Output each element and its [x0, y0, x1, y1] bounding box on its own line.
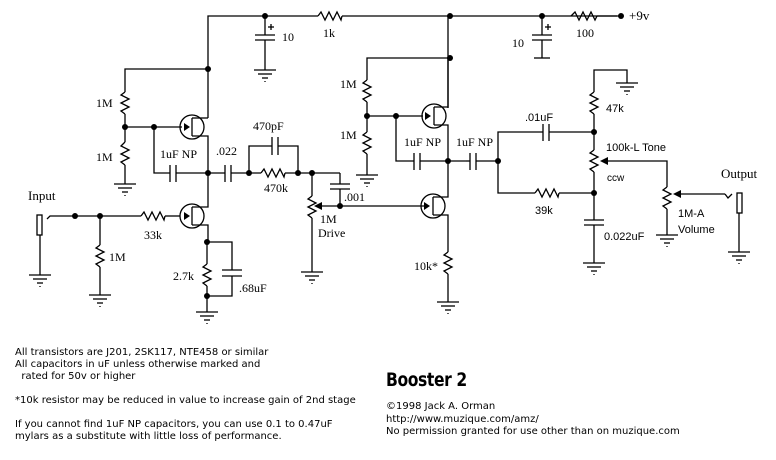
label-c-1uf-np-1: 1uF NP — [160, 147, 197, 161]
label-r1m-top: 1M — [96, 96, 113, 110]
note-line: All capacitors in uF unless otherwise ma… — [15, 359, 261, 370]
label-c01uf: .01uF — [525, 112, 553, 124]
capacitor-001 — [322, 173, 424, 209]
label-10uf-b: 10 — [512, 36, 524, 50]
stage2-bias-network — [355, 57, 466, 188]
label-drive-value: 1M — [320, 212, 337, 226]
label-c0022uf: 0.022uF — [604, 231, 645, 243]
capacitor-10uf-b — [532, 16, 552, 59]
label-c470pf: 470pF — [253, 119, 284, 133]
label-c001: .001 — [344, 190, 365, 204]
output-jack[interactable] — [681, 192, 751, 265]
label-9v: +9v — [629, 8, 650, 23]
label-r2k7: 2.7k — [173, 269, 194, 283]
label-r1m-bias2-bot: 1M — [340, 128, 357, 142]
label-ccw: ccw — [607, 173, 625, 184]
input-jack[interactable] — [28, 214, 53, 288]
input-network — [53, 210, 180, 308]
jfet-q4 — [420, 190, 460, 315]
source-network-q2 — [195, 239, 242, 325]
label-r1m-bias2-top: 1M — [340, 77, 357, 91]
label-r470k: 470k — [264, 181, 288, 195]
tone-network — [497, 69, 668, 276]
coupling-network-1 — [208, 137, 340, 182]
label-volume: Volume — [678, 224, 715, 236]
copyright: ©1998 Jack A. Orman — [386, 401, 496, 412]
label-r1m-input: 1M — [109, 250, 126, 264]
note-spacer — [15, 407, 356, 419]
volume-pot[interactable] — [655, 186, 681, 248]
resistor-1k — [317, 10, 343, 22]
label-c-1uf-np-2: 1uF NP — [404, 135, 441, 149]
label-c022: .022 — [216, 144, 237, 158]
website-link[interactable]: http://www.muzique.com/amz/ — [386, 413, 539, 425]
permission-notice: No permission granted for use other than… — [386, 426, 680, 437]
stage1-bias-network — [113, 68, 208, 197]
label-r10k: 10k* — [414, 259, 438, 273]
notes: All transistors are J201, 2SK117, NTE458… — [15, 347, 356, 443]
label-100: 100 — [576, 26, 594, 40]
page-title: Booster 2 — [386, 369, 467, 391]
jfet-q1 — [179, 114, 209, 173]
label-c068uf: .68uF — [239, 281, 267, 295]
jfet-q3 — [421, 58, 449, 190]
label-1k: 1k — [323, 26, 335, 40]
label-r39k: 39k — [535, 205, 553, 217]
label-volume-value: 1M-A — [678, 208, 705, 220]
resistor-100 — [570, 10, 621, 22]
jfet-q2 — [179, 173, 209, 242]
booster-2-schematic: 1k 100 +9v 10 10 — [28, 8, 758, 325]
label-r33k: 33k — [144, 228, 162, 242]
label-output: Output — [721, 166, 758, 181]
label-r1m-bot: 1M — [96, 150, 113, 164]
label-tone: 100k-L Tone — [606, 142, 666, 154]
note-line: mylars as a substitute with little loss … — [15, 431, 282, 442]
label-10uf-a: 10 — [282, 30, 294, 44]
note-line: *10k resistor may be reduced in value to… — [15, 395, 356, 406]
label-drive: Drive — [318, 226, 345, 240]
label-r47k: 47k — [606, 103, 624, 115]
note-spacer — [15, 383, 356, 395]
credits: ©1998 Jack A. Orman http://www.muzique.c… — [386, 401, 680, 439]
note-line: All transistors are J201, 2SK117, NTE458… — [15, 347, 269, 358]
power-rail — [205, 13, 624, 118]
capacitor-10uf-a — [253, 16, 277, 83]
note-line: If you cannot find 1uF NP capacitors, yo… — [15, 419, 333, 430]
drive-pot[interactable] — [300, 173, 324, 285]
label-input: Input — [28, 188, 56, 203]
output-coupling — [466, 153, 501, 170]
note-line: rated for 50v or higher — [15, 371, 136, 382]
label-c-1uf-np-3: 1uF NP — [456, 135, 493, 149]
